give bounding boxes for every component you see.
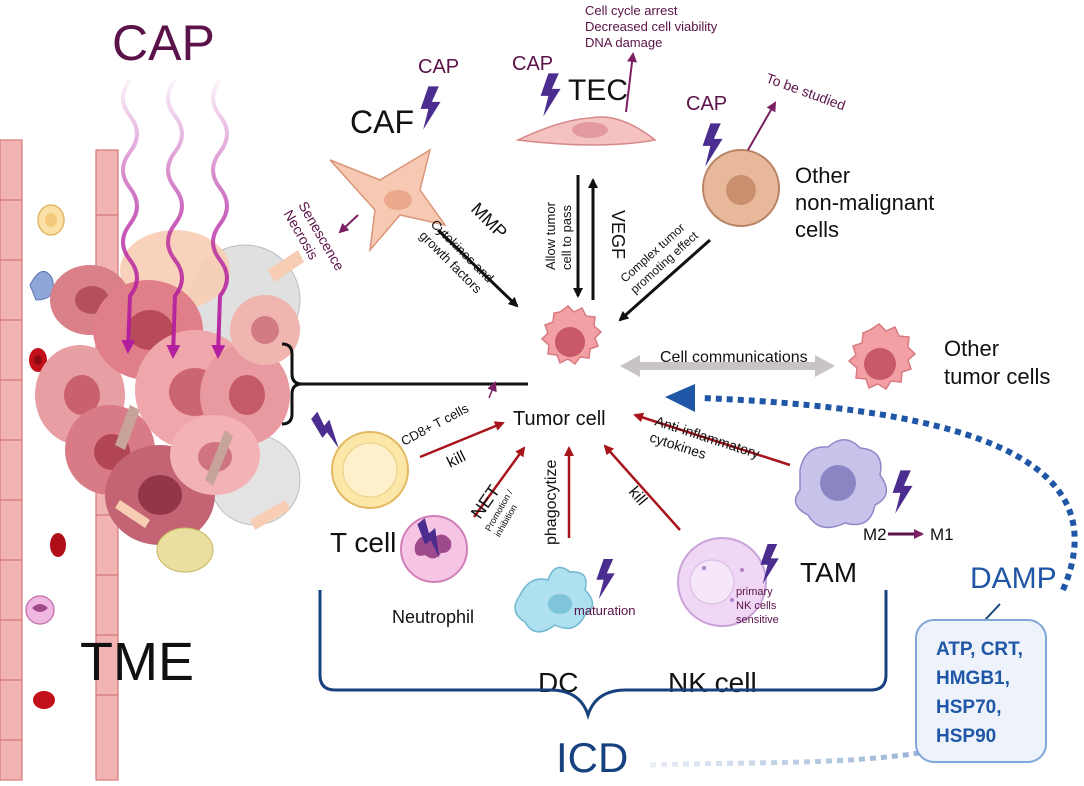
other-nonmalignant-cell (702, 149, 780, 227)
tam-cell (794, 439, 888, 529)
tam-label: TAM (800, 557, 857, 588)
damp-pointer (984, 603, 1001, 621)
nk-sensitive-label: primary NK cells sensitive (736, 586, 779, 626)
cap-main-label: CAP (112, 15, 215, 71)
caf-cap-label: CAP (418, 56, 459, 78)
damp-arrow-head (665, 384, 695, 412)
icd-dotted-link (649, 717, 1032, 768)
caf-label: CAF (350, 104, 414, 140)
other-tumor-cell (847, 323, 917, 391)
phagocytize-label: phagocytize (543, 460, 560, 545)
cap-waves (121, 78, 229, 359)
other-cap-label: CAP (686, 93, 727, 115)
lightning-icon (540, 73, 561, 117)
mmp-label: MMP (467, 199, 511, 243)
tcell-label: T cell (330, 527, 396, 558)
damp-label: DAMP (970, 562, 1057, 595)
t-cell (331, 431, 409, 509)
tme-label: TME (80, 632, 194, 692)
lightning-icon (892, 470, 913, 514)
neutrophil-cell (400, 515, 468, 583)
anti-inflammatory-label: Anti-inflammatory cytokines (648, 413, 765, 479)
dc-label: DC (538, 667, 578, 698)
other-nonmalignant-label: Other non-malignant cells (795, 163, 941, 242)
vegf-label: VEGF (608, 210, 628, 259)
icd-label: ICD (556, 734, 628, 781)
lightning-icon (420, 86, 441, 130)
nk-cell (677, 537, 767, 627)
tec-effects-label: Cell cycle arrest Decreased cell viabili… (585, 3, 721, 50)
m2-label: M2 (863, 525, 887, 544)
tumor-mass (35, 230, 304, 573)
kill-nk-label: kill (625, 484, 650, 509)
neutrophil-label: Neutrophil (392, 607, 474, 627)
damp-list: ATP, CRT, HMGB1, HSP70, HSP90 (936, 639, 1028, 747)
tumor-bracket (281, 342, 528, 426)
central-tumor-cell (540, 305, 603, 366)
dc-cell (514, 566, 594, 633)
tumor-cell-label: Tumor cell (513, 408, 606, 430)
kill-t-label: kill (444, 448, 468, 471)
damp-box (915, 619, 1047, 763)
tec-cell (515, 116, 657, 146)
m1-label: M1 (930, 525, 954, 544)
maturation-label: maturation (574, 603, 635, 618)
damp-dotted-arrow (699, 395, 1078, 592)
to-be-studied-label: To be studied (764, 70, 848, 114)
other-tumor-cells-label: Other tumor cells (944, 336, 1050, 389)
cell-communications-arrow (620, 355, 835, 377)
icd-bracket (318, 590, 888, 720)
lightning-icon (596, 559, 615, 599)
nk-cell-label: NK cell (668, 667, 757, 698)
cell-communications-label: Cell communications (660, 349, 808, 366)
caf-cell (329, 148, 447, 253)
tec-cap-label: CAP (512, 53, 553, 75)
allow-tumor-label: Allow tumor cell to pass (543, 198, 574, 270)
tec-label: TEC (568, 74, 628, 107)
